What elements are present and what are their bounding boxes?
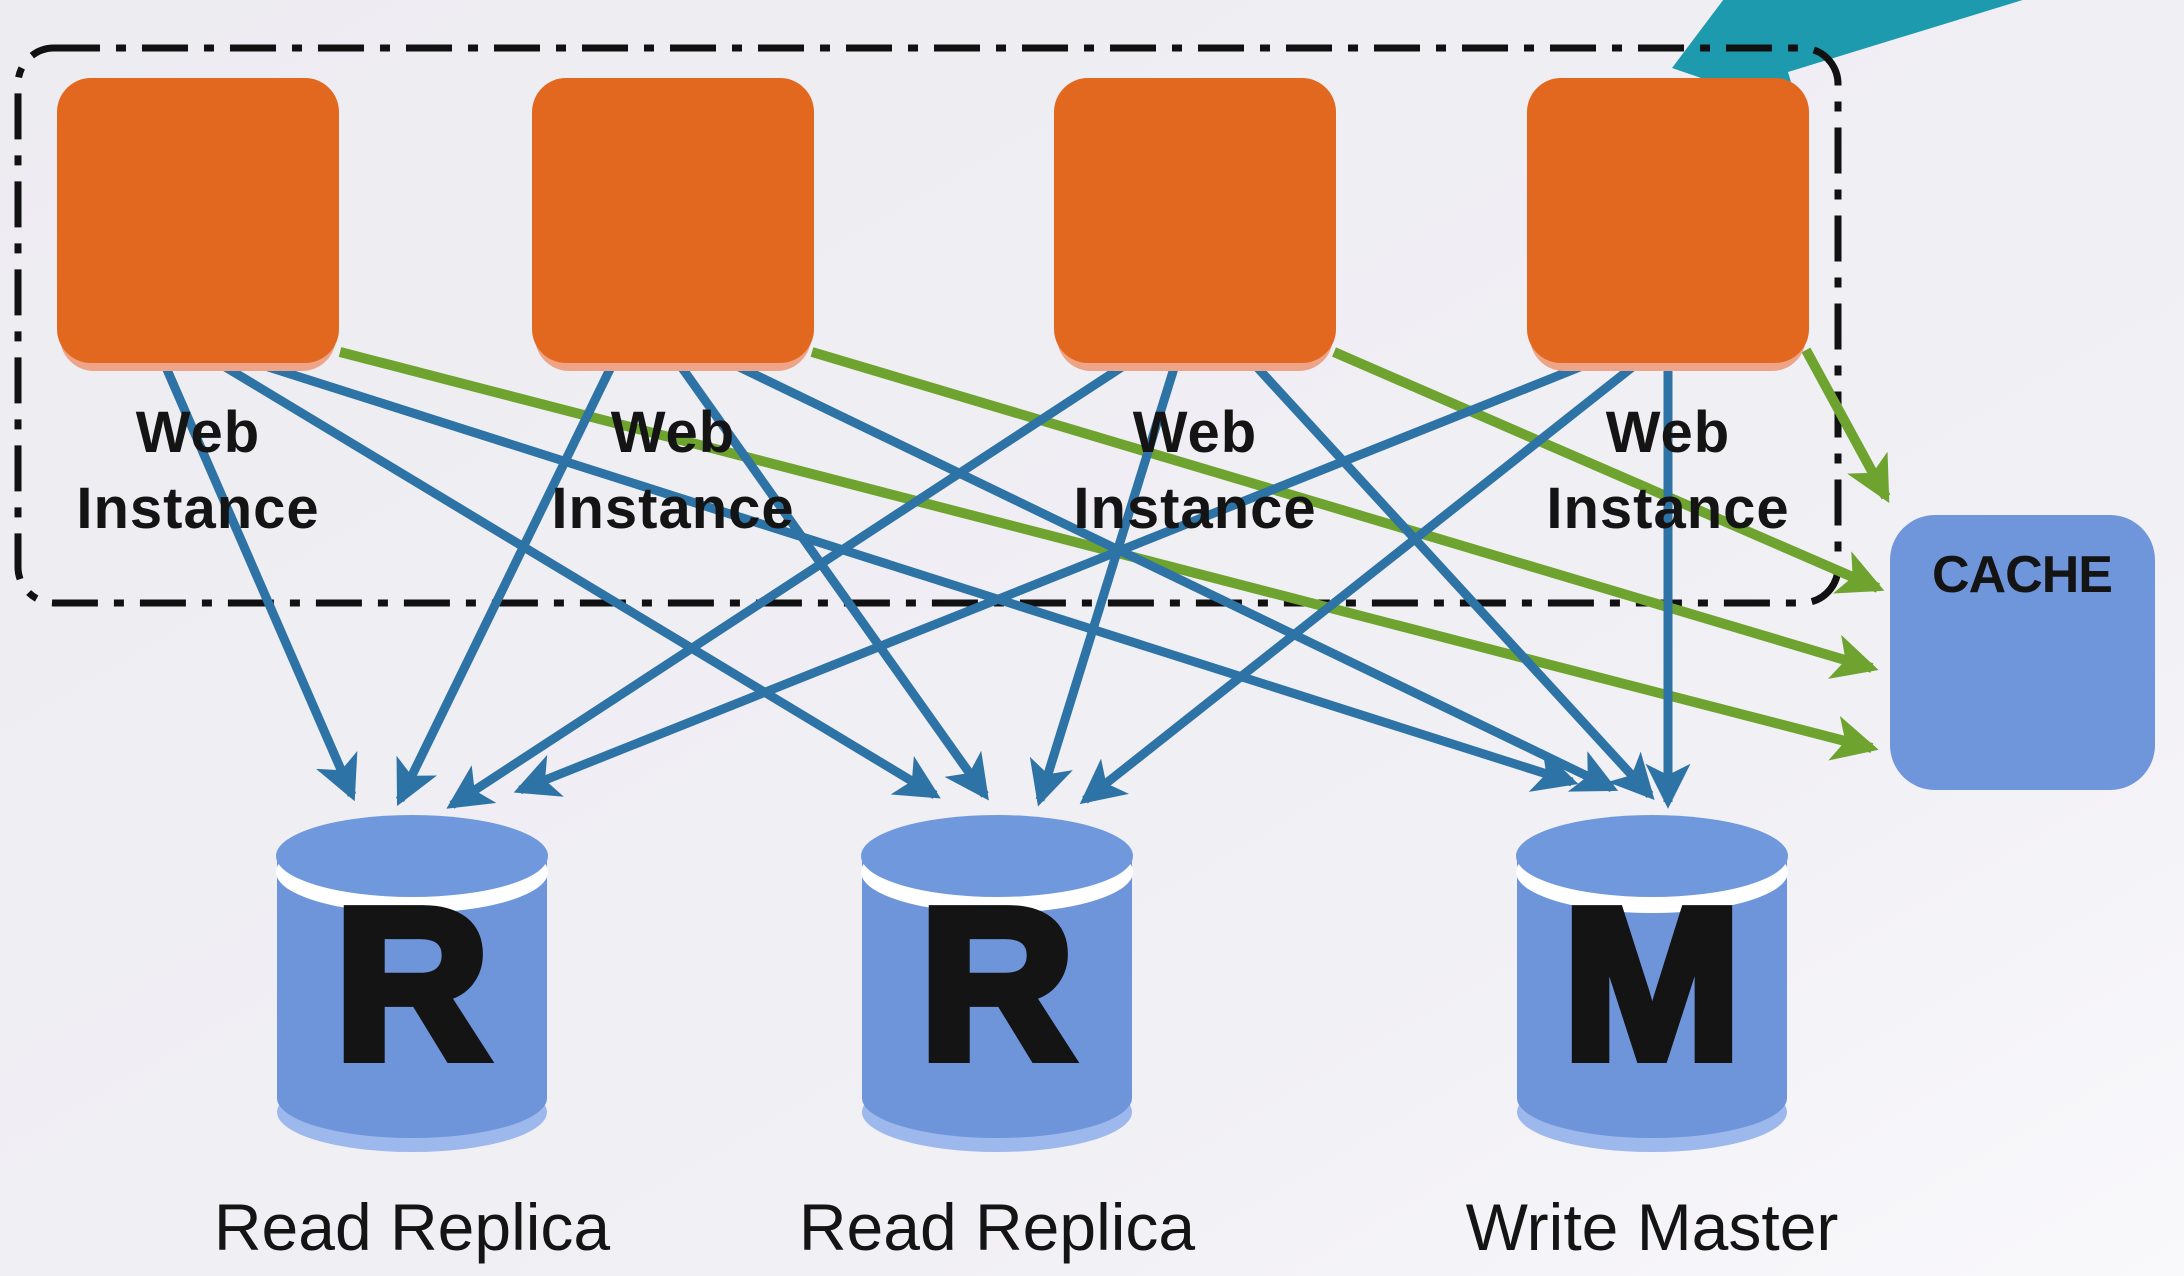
web-instance-label-line2: Instance bbox=[1073, 476, 1316, 541]
arrow-web4-replica1 bbox=[513, 360, 1587, 797]
arrow-web3-cache bbox=[1332, 347, 1885, 594]
db-caption: Read Replica bbox=[214, 1190, 611, 1264]
web-instance-node-1: Web Instance bbox=[57, 78, 339, 541]
db-caption: Read Replica bbox=[799, 1190, 1196, 1264]
database-arrows bbox=[160, 360, 1691, 809]
db-cylinder-top bbox=[1516, 815, 1788, 897]
web-instance-label-line2: Instance bbox=[76, 476, 319, 541]
arrow-web2-replica2 bbox=[676, 362, 989, 801]
cache-label: CACHE bbox=[1932, 546, 2112, 604]
db-letter: R bbox=[334, 863, 489, 1104]
db-cylinder-top bbox=[276, 815, 548, 897]
arrow-web4-cache bbox=[1801, 347, 1891, 504]
web-instance-icon bbox=[1054, 78, 1336, 363]
web-instance-icon bbox=[532, 78, 814, 363]
web-instance-node-2: Web Instance bbox=[532, 78, 814, 541]
arrow-web1-cache bbox=[338, 347, 1879, 761]
web-instance-label-line2: Instance bbox=[551, 476, 794, 541]
arrow-web1-replica1 bbox=[160, 363, 358, 802]
arrow-web1-replica2 bbox=[219, 361, 941, 799]
arrow-web2-cache bbox=[810, 347, 1879, 679]
arrow-web3-replica1 bbox=[446, 361, 1128, 809]
arrow-web3-master bbox=[1251, 361, 1655, 800]
web-instance-node-4: Web Instance bbox=[1527, 78, 1809, 541]
cache-arrows bbox=[338, 347, 1891, 761]
cache-node: CACHE bbox=[1890, 515, 2155, 790]
db-letter: M bbox=[1562, 863, 1741, 1104]
db-caption: Write Master bbox=[1466, 1190, 1839, 1264]
web-instance-label-line1: Web bbox=[1133, 400, 1257, 465]
db-cylinder-top bbox=[861, 815, 1133, 897]
web-instance-icon bbox=[1527, 78, 1809, 363]
db-read-replica-2: R Read Replica bbox=[799, 815, 1196, 1264]
web-instance-icon bbox=[57, 78, 339, 363]
db-write-master: M Write Master bbox=[1466, 815, 1839, 1264]
web-instance-label-line1: Web bbox=[611, 400, 735, 465]
web-instance-label-line2: Instance bbox=[1546, 476, 1789, 541]
arrow-web2-replica1 bbox=[395, 363, 617, 807]
db-letter: R bbox=[919, 863, 1074, 1104]
arrow-web1-master bbox=[260, 360, 1579, 792]
db-read-replica-1: R Read Replica bbox=[214, 815, 611, 1264]
cache-box bbox=[1890, 515, 2155, 790]
web-instance-label-line1: Web bbox=[136, 400, 260, 465]
arrow-web4-replica2 bbox=[1079, 361, 1638, 805]
web-instance-node-3: Web Instance bbox=[1054, 78, 1336, 541]
web-instance-label-line1: Web bbox=[1606, 400, 1730, 465]
arrow-web2-master bbox=[733, 360, 1619, 793]
arrow-web3-replica2 bbox=[1029, 363, 1180, 807]
web-tier-boundary bbox=[14, 44, 1842, 607]
